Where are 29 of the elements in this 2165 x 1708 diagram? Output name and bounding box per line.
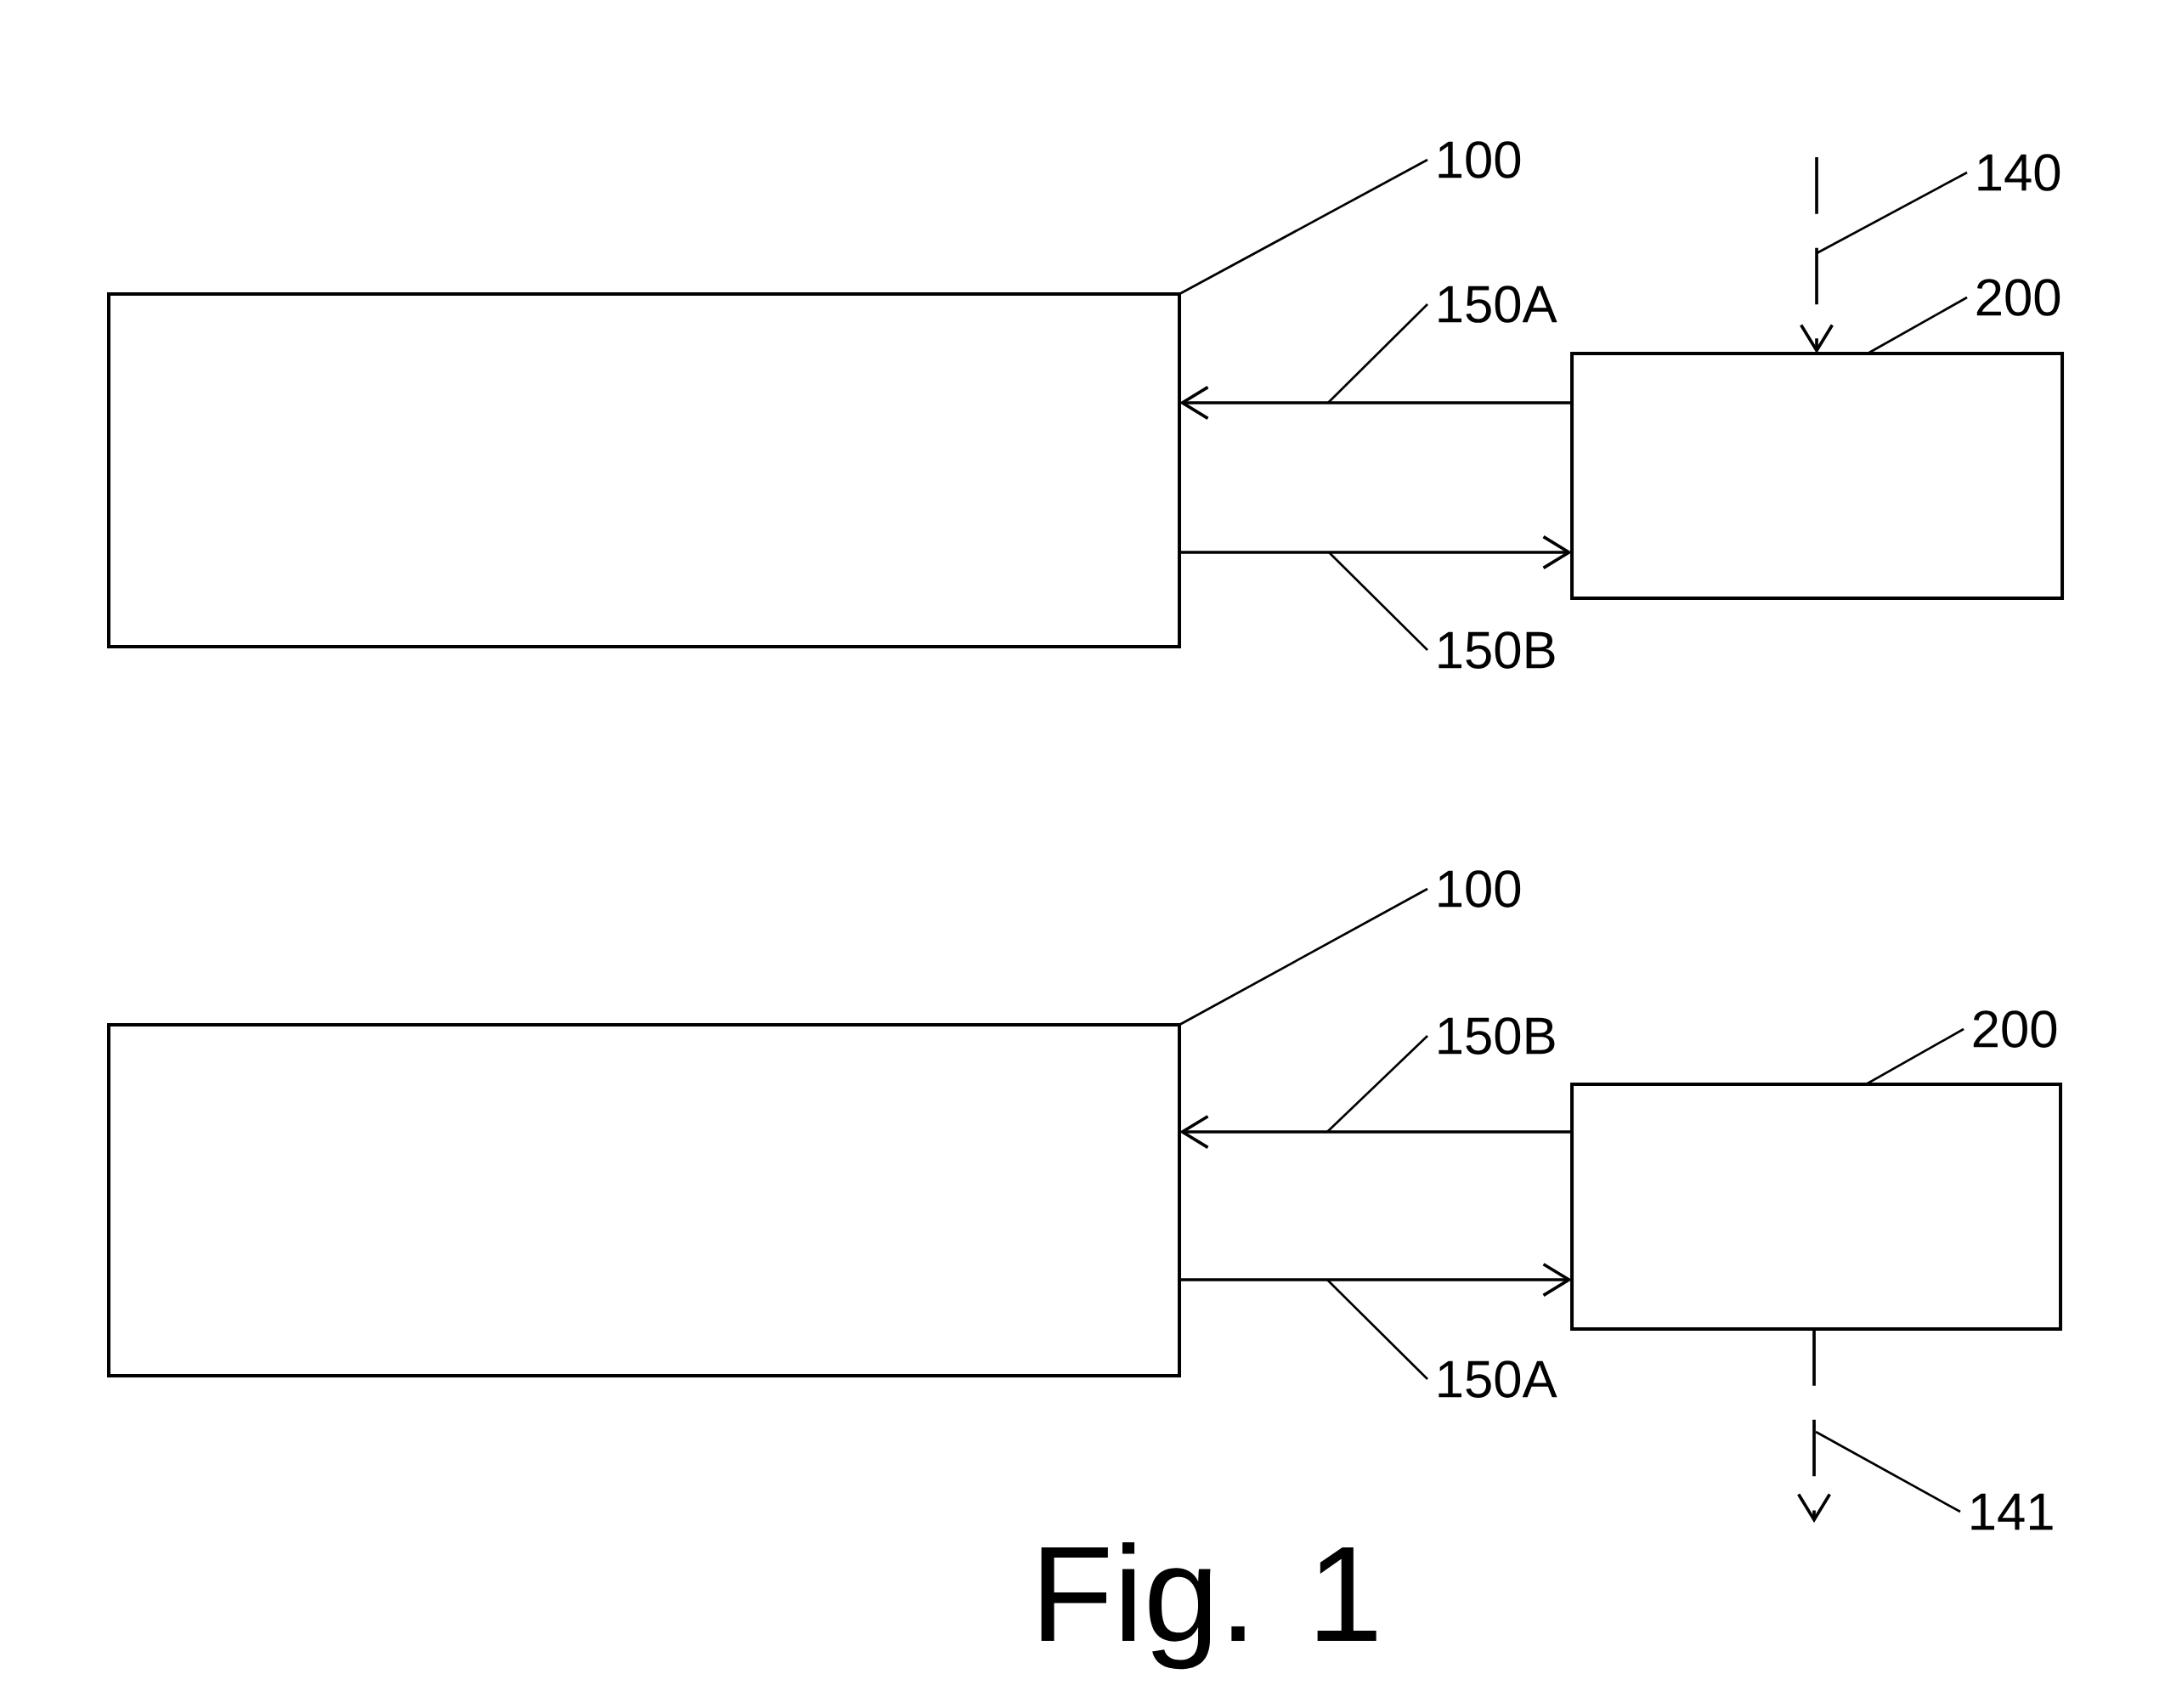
leader-line (1815, 1430, 1961, 1513)
callout-number: 200 (1976, 279, 2060, 316)
leader-line (1179, 887, 1428, 1026)
block-box (1570, 1083, 2063, 1332)
callout-number: 150A (1439, 1360, 1557, 1398)
block-box (1570, 352, 2065, 601)
callout-number: 150A (1439, 286, 1557, 323)
leader-line (1328, 551, 1428, 651)
callout-number: 150B (1439, 1017, 1555, 1055)
callout-number: 200 (1973, 1010, 2057, 1048)
dashed-arrow (1800, 157, 1834, 354)
leader-line (1327, 303, 1428, 404)
callout-number: 100 (1439, 870, 1521, 908)
figure-caption: Fig. 1 (1041, 1542, 1376, 1670)
arrow (1179, 1263, 1573, 1297)
arrow (1179, 386, 1573, 420)
arrow (1179, 535, 1573, 569)
callout-number: 140 (1978, 154, 2060, 191)
dashed-arrow (1797, 1329, 1831, 1524)
callout-number: 141 (1971, 1493, 2053, 1530)
leader-line (1179, 158, 1428, 296)
callout-number: 100 (1439, 141, 1521, 178)
leader-line (1326, 1035, 1428, 1133)
arrow (1179, 1115, 1573, 1149)
block-box (107, 292, 1182, 648)
leader-line (1816, 171, 1968, 255)
callout-number: 150B (1439, 631, 1555, 669)
block-box (107, 1023, 1182, 1378)
leader-line (1326, 1279, 1428, 1380)
